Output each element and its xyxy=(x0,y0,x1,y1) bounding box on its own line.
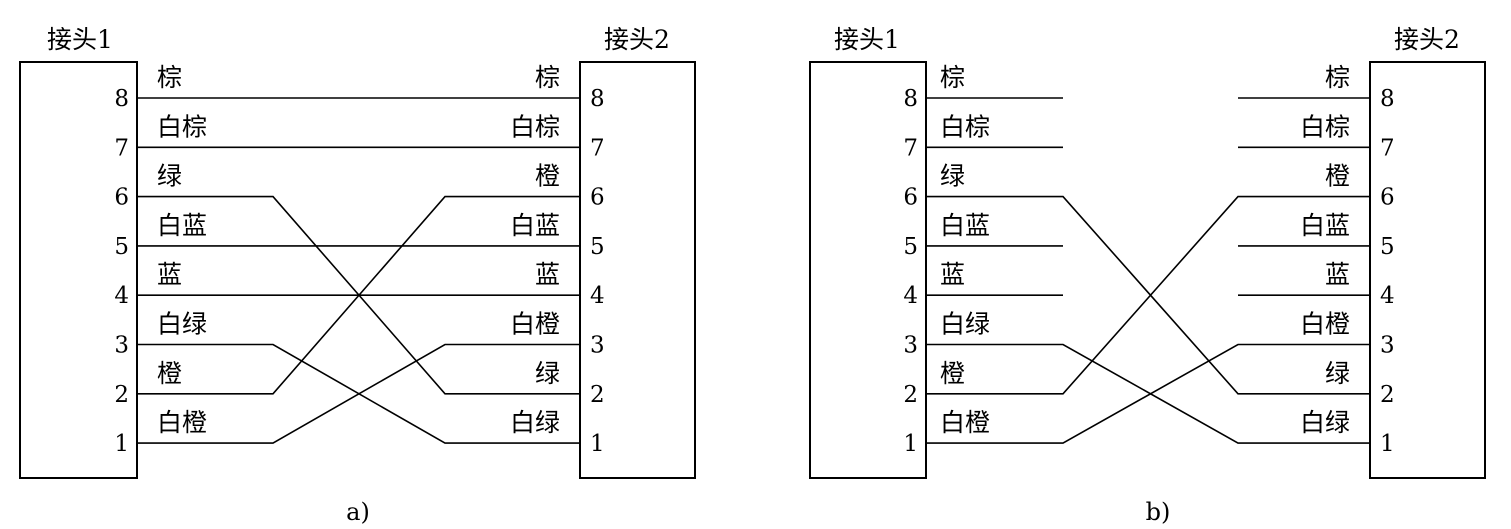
connector-2-wire-label: 棕 xyxy=(1325,63,1350,92)
connector-2-pin-1: 1 xyxy=(590,431,605,457)
connector-1-pin-7: 7 xyxy=(114,135,129,161)
connector-2-wire-label: 蓝 xyxy=(1325,260,1350,289)
connector-1-wire-label: 白橙 xyxy=(157,408,207,437)
connector-1-wire-label: 白棕 xyxy=(157,112,207,141)
connector-1-pin-1: 1 xyxy=(114,431,129,457)
connector-1-wire-label: 白绿 xyxy=(940,310,990,339)
connector-2-wire-label: 棕 xyxy=(535,63,560,92)
connector-2-wire-label: 白绿 xyxy=(510,408,560,437)
connector-2-pin-2: 2 xyxy=(590,382,605,408)
connector-2-wire-label: 蓝 xyxy=(535,260,560,289)
connector-1-wire-label: 白橙 xyxy=(940,408,990,437)
connector-1-wire-label: 蓝 xyxy=(157,260,182,289)
connector-1-pin-8: 8 xyxy=(903,86,918,112)
connector-2-wire-label: 白绿 xyxy=(1300,408,1350,437)
connector-2-wire-label: 橙 xyxy=(535,162,560,191)
connector-2-pin-7: 7 xyxy=(1380,135,1395,161)
connector-2-pin-6: 6 xyxy=(1380,185,1395,211)
connector-1-pin-3: 3 xyxy=(903,333,918,359)
connector-2-wire-label: 绿 xyxy=(535,359,560,388)
connector-1-wire-label: 绿 xyxy=(940,162,965,191)
connector-1-title: 接头1 xyxy=(47,25,113,54)
connector-2-wire-label: 橙 xyxy=(1325,162,1350,191)
connector-1-wire-label: 白绿 xyxy=(157,310,207,339)
wire-crossover xyxy=(137,343,580,444)
connector-1-pin-2: 2 xyxy=(903,382,918,408)
connector-2-pin-8: 8 xyxy=(590,86,605,112)
connector-2-wire-label: 白棕 xyxy=(1300,112,1350,141)
connector-1-pin-8: 8 xyxy=(114,86,129,112)
connector-2-box xyxy=(579,61,696,479)
connector-2-wire-label: 白棕 xyxy=(510,112,560,141)
connector-1-box xyxy=(19,61,138,479)
connector-1-wire-label: 白棕 xyxy=(940,112,990,141)
connector-1-wire-label: 棕 xyxy=(940,63,965,92)
connector-1-box xyxy=(809,61,927,479)
connector-2-box xyxy=(1369,61,1486,479)
connector-2-wire-label: 白橙 xyxy=(510,310,560,339)
connector-1-pin-4: 4 xyxy=(114,283,129,309)
connector-1-pin-6: 6 xyxy=(114,185,129,211)
connector-2-wire-label: 白蓝 xyxy=(1300,211,1350,240)
connector-2-pin-3: 3 xyxy=(590,333,605,359)
connector-1-pin-6: 6 xyxy=(903,185,918,211)
connector-2-title: 接头2 xyxy=(604,25,670,54)
connector-1-pin-5: 5 xyxy=(114,234,129,260)
connector-2-pin-5: 5 xyxy=(1380,234,1395,260)
diagram-caption: b) xyxy=(1146,498,1171,526)
connector-2-pin-5: 5 xyxy=(590,234,605,260)
connector-2-pin-7: 7 xyxy=(590,135,605,161)
connector-1-pin-2: 2 xyxy=(114,382,129,408)
connector-2-wire-label: 白蓝 xyxy=(510,211,560,240)
connector-1-wire-label: 蓝 xyxy=(940,260,965,289)
connector-2-pin-1: 1 xyxy=(1380,431,1395,457)
connector-1-pin-3: 3 xyxy=(114,333,129,359)
connector-2-title: 接头2 xyxy=(1394,25,1460,54)
connector-2-pin-2: 2 xyxy=(1380,382,1395,408)
connector-1-wire-label: 白蓝 xyxy=(940,211,990,240)
diagram-caption: a) xyxy=(346,498,370,526)
wire-crossover xyxy=(926,195,1370,395)
connector-1-wire-label: 橙 xyxy=(940,359,965,388)
connector-1-pin-7: 7 xyxy=(903,135,918,161)
connector-1-wire-label: 绿 xyxy=(157,162,182,191)
connector-2-pin-3: 3 xyxy=(1380,333,1395,359)
connector-1-wire-label: 棕 xyxy=(157,63,182,92)
connector-2-pin-8: 8 xyxy=(1380,86,1395,112)
connector-1-title: 接头1 xyxy=(834,25,900,54)
wire-crossover xyxy=(926,343,1370,444)
connector-2-wire-label: 绿 xyxy=(1325,359,1350,388)
connector-1-pin-5: 5 xyxy=(903,234,918,260)
connector-2-pin-4: 4 xyxy=(590,283,605,309)
connector-1-pin-1: 1 xyxy=(903,431,918,457)
diagram-a: 接头1 接头2 8 棕 7 白棕 6 绿 5 白蓝 4 蓝 3 白绿 2 橙 1 白橙 8 棕 7 白棕 6 橙 5 白蓝 4 蓝 3 白… xyxy=(19,25,696,526)
connector-1-pin-4: 4 xyxy=(903,283,918,309)
connector-1-wire-label: 橙 xyxy=(157,359,182,388)
wire-crossover xyxy=(137,195,580,395)
connector-2-pin-6: 6 xyxy=(590,185,605,211)
connector-2-pin-4: 4 xyxy=(1380,283,1395,309)
connector-2-wire-label: 白橙 xyxy=(1300,310,1350,339)
connector-1-wire-label: 白蓝 xyxy=(157,211,207,240)
